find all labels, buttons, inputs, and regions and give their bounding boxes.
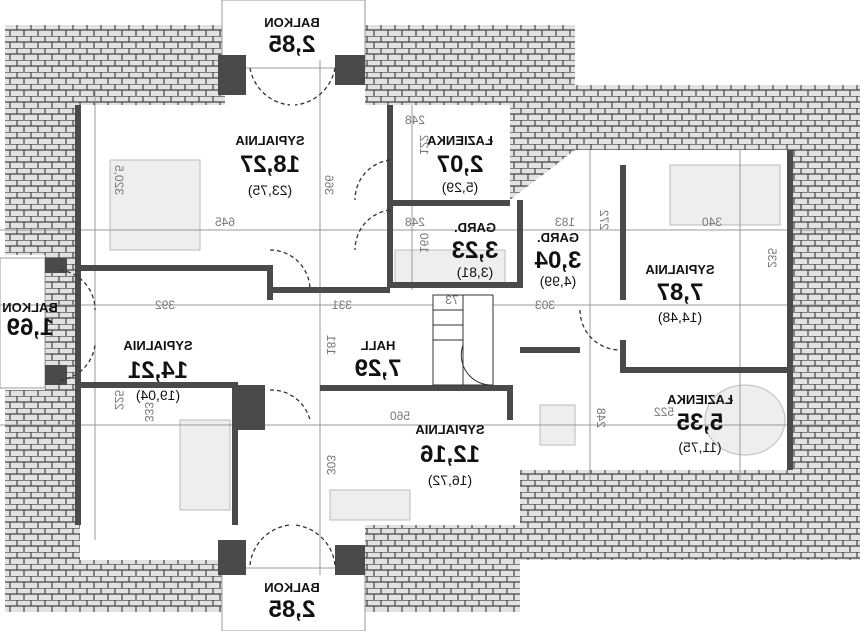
svg-text:3,04: 3,04 [534,247,581,274]
grid-axes [0,60,860,575]
svg-text:3,23: 3,23 [452,237,499,264]
svg-text:7,29: 7,29 [355,355,402,382]
svg-text:GARD.: GARD. [454,220,496,235]
dimension: 160 [417,233,431,253]
svg-text:2,85: 2,85 [269,31,316,58]
dimension: 248 [405,113,425,127]
room-lazienka-2: ŁAZIENKA 5,35 (11,75) [667,392,733,455]
dimension: 392 [155,298,175,312]
room-gard-1: GARD. 3,23 (3,81) [452,220,499,280]
dimension: 181 [324,335,338,355]
svg-text:5,35: 5,35 [677,409,724,436]
svg-text:BALKON: BALKON [264,15,320,30]
dimension: 225 [112,390,126,410]
dimension: 560 [390,409,410,423]
doors [59,67,621,566]
svg-text:1,69: 1,69 [7,314,54,341]
dimension: 320,5 [112,165,126,195]
svg-text:SYPIALNIA: SYPIALNIA [235,133,305,148]
svg-text:(11,75): (11,75) [678,439,721,455]
svg-text:(19,04): (19,04) [136,387,180,403]
dimension: 122 [417,135,431,155]
room-sypialnia-4: SYPIALNIA 12,16 (16,72) [415,422,485,488]
dimension: 340 [702,215,722,229]
svg-text:14,21: 14,21 [128,357,188,384]
dimension: 248 [405,215,425,229]
svg-text:ŁAZIENKA: ŁAZIENKA [667,392,733,407]
svg-text:(16,72): (16,72) [428,472,472,488]
dimension: 248 [594,408,608,428]
dimension: 272 [597,210,611,230]
svg-text:(23,75): (23,75) [248,182,292,198]
svg-text:BALKON: BALKON [2,300,58,315]
room-balkon-top: BALKON 2,85 [264,15,320,58]
dimension: 303 [535,298,555,312]
svg-text:BALKON: BALKON [264,580,320,595]
room-labels: BALKON 2,85 SYPIALNIA 18,27 (23,75) ŁAZI… [2,15,733,623]
svg-text:18,27: 18,27 [240,151,300,178]
svg-text:(5,29): (5,29) [442,179,479,195]
svg-text:HALL: HALL [361,338,396,353]
dimension: 333 [142,402,156,422]
dimension: 645 [215,215,235,229]
dimension: 366 [322,175,336,195]
dimension: 73 [445,293,459,307]
room-sypialnia-1: SYPIALNIA 18,27 (23,75) [235,133,305,198]
furniture [109,159,786,521]
svg-text:GARD.: GARD. [537,230,579,245]
dimension: 522 [654,405,674,419]
svg-text:SYPIALNIA: SYPIALNIA [123,338,193,353]
svg-text:2,07: 2,07 [437,151,484,178]
room-lazienka-1: ŁAZIENKA 2,07 (5,29) [427,133,493,195]
svg-text:(4,99): (4,99) [540,273,577,289]
dimension: 235 [765,248,779,268]
room-balkon-left: BALKON 1,69 [2,300,58,341]
svg-text:7,87: 7,87 [657,279,704,306]
stairs [432,294,494,386]
room-sypialnia-2: SYPIALNIA 7,87 (14,48) [645,262,715,325]
svg-text:SYPIALNIA: SYPIALNIA [415,422,485,437]
svg-text:ŁAZIENKA: ŁAZIENKA [427,133,493,148]
dimension: 331 [332,298,352,312]
svg-text:(3,81): (3,81) [457,264,494,280]
room-sypialnia-3: SYPIALNIA 14,21 (19,04) [123,338,193,403]
svg-text:SYPIALNIA: SYPIALNIA [645,262,715,277]
dimension: 303 [324,455,338,475]
walls [45,55,793,575]
room-balkon-bottom: BALKON 2,85 [264,580,320,623]
svg-text:(14,48): (14,48) [658,309,702,325]
room-gard-2: GARD. 3,04 (4,99) [534,230,581,289]
room-hall: HALL 7,29 [355,338,402,382]
dimension-labels: 645 320,5 366 248 122 248 160 183 272 34… [112,113,779,475]
dimension: 183 [555,215,575,229]
svg-text:12,16: 12,16 [420,441,480,468]
svg-text:2,85: 2,85 [269,596,316,623]
